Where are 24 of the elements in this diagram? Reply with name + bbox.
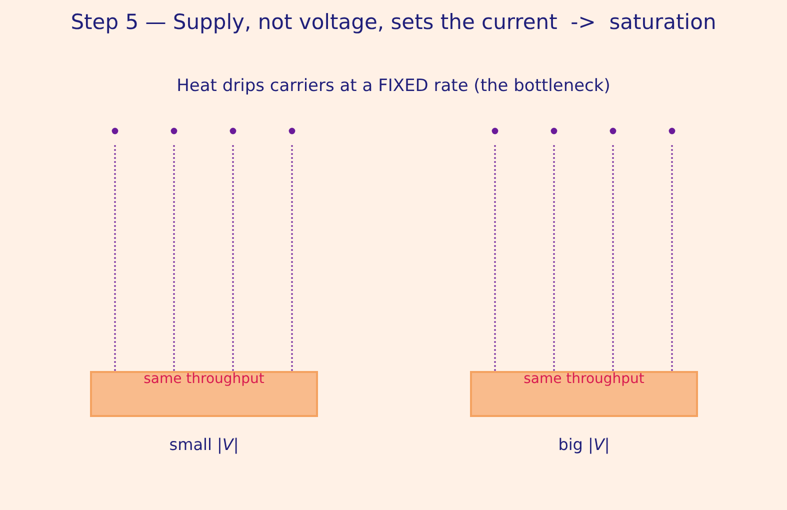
carrier-dot [610, 128, 616, 134]
dotted-line [612, 145, 614, 371]
box-label: same throughput [522, 371, 646, 387]
box-caption: small |V| [168, 435, 240, 454]
carrier-dot [112, 128, 118, 134]
diagram-title: Step 5 — Supply, not voltage, sets the current -> saturation [70, 10, 718, 34]
box-label: same throughput [142, 371, 266, 387]
dotted-line [553, 145, 555, 371]
dotted-line [291, 145, 293, 371]
dotted-line [232, 145, 234, 371]
carrier-dot [170, 128, 178, 134]
carrier-dot [492, 128, 498, 134]
box-caption: big |V| [557, 435, 611, 454]
carrier-dot [230, 128, 236, 134]
bottleneck-box [90, 371, 318, 417]
subtitle: Heat drips carriers at a FIXED rate (the bottleneck) [176, 76, 612, 96]
dotted-line [494, 145, 496, 371]
carrier-dot [668, 128, 676, 134]
bottleneck-box [470, 371, 698, 417]
dotted-line [114, 145, 116, 371]
carrier-dot [288, 128, 296, 134]
dotted-line [173, 145, 175, 371]
carrier-dot [550, 128, 558, 134]
dotted-line [671, 145, 673, 371]
